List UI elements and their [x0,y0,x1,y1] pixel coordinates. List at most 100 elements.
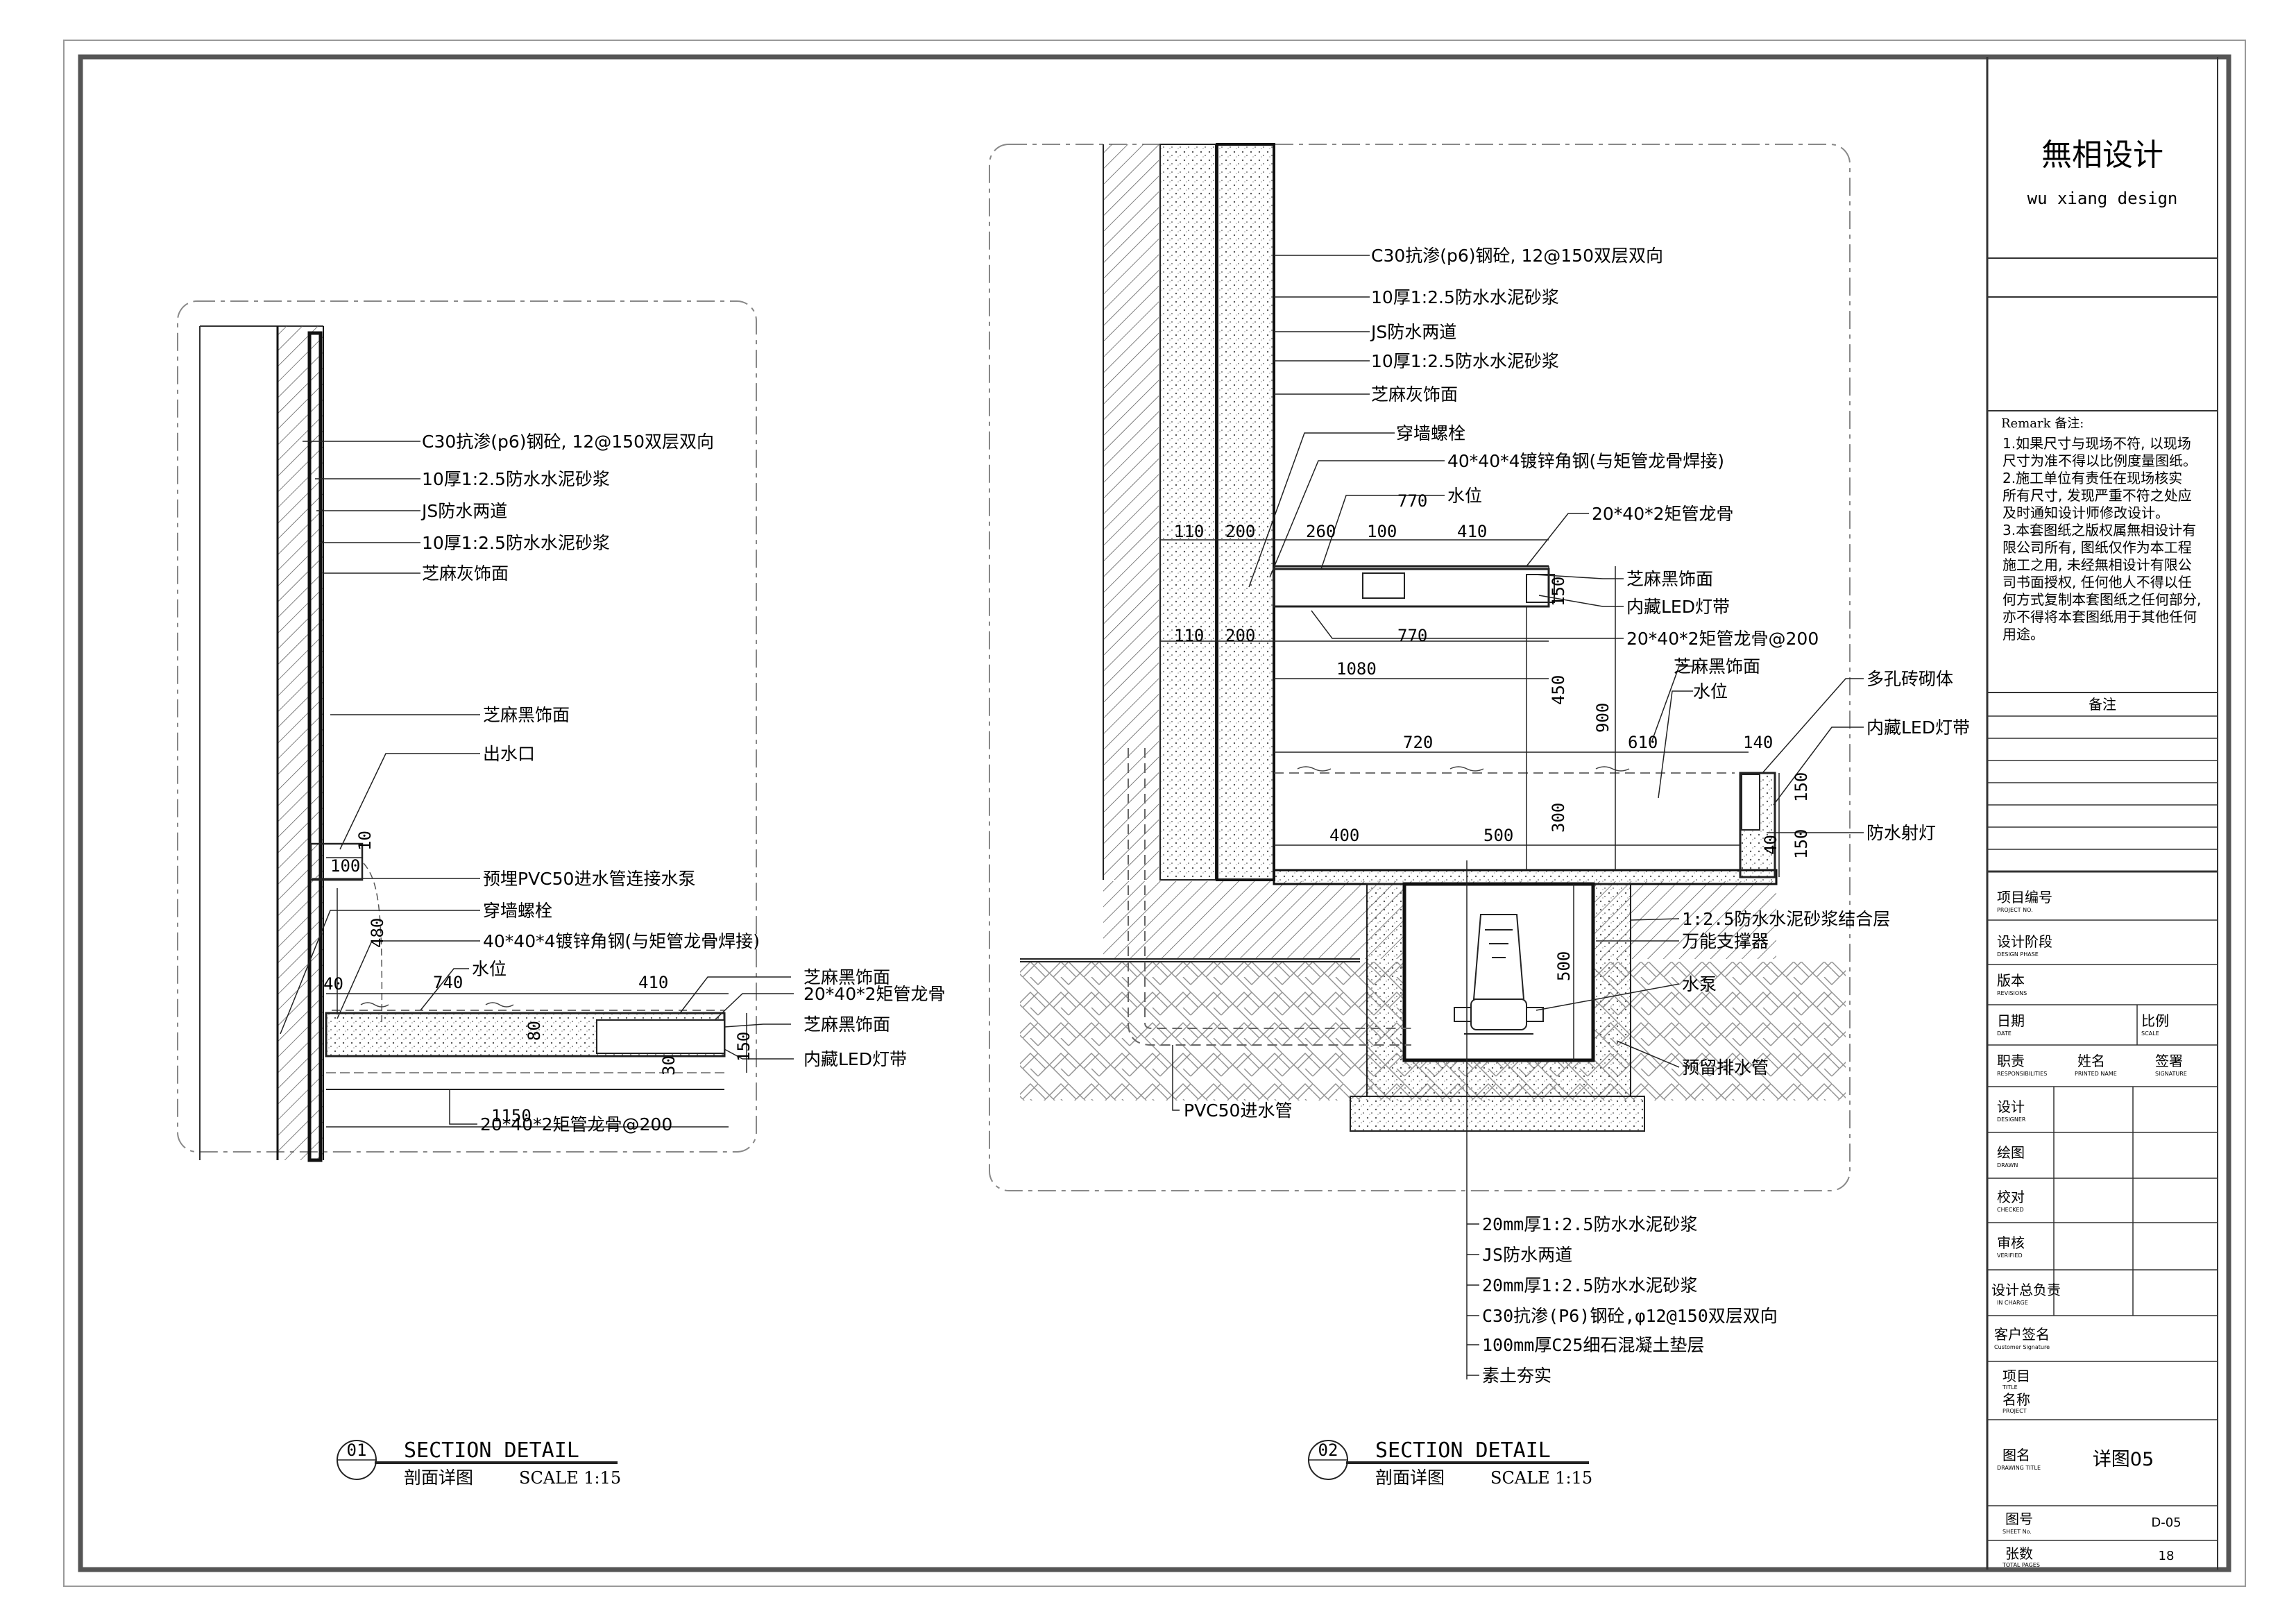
svg-text:20mm厚1:2.5防水水泥砂浆: 20mm厚1:2.5防水水泥砂浆 [1482,1275,1697,1295]
svg-text:比例: 比例 [2141,1012,2169,1029]
svg-text:芝麻黑饰面: 芝麻黑饰面 [1626,569,1713,589]
detail-01: C30抗渗(p6)钢砼, 12@150双层双向 10厚1:2.5防水水泥砂浆 J… [177,300,946,1488]
svg-text:水泵: 水泵 [1682,974,1717,994]
svg-text:10厚1:2.5防水水泥砂浆: 10厚1:2.5防水水泥砂浆 [1371,287,1559,307]
svg-text:TITLE: TITLE [2002,1384,2018,1391]
svg-text:140: 140 [1743,733,1773,752]
svg-text:剖面详图: 剖面详图 [1375,1468,1445,1488]
svg-text:900: 900 [1593,703,1613,733]
total-pages-value: 18 [2159,1549,2175,1563]
upper-basin [1273,568,1550,608]
svg-text:及时通知设计师修改设计。: 及时通知设计师修改设计。 [2002,504,2169,521]
svg-text:610: 610 [1628,733,1658,752]
svg-text:01: 01 [347,1441,367,1460]
svg-text:260: 260 [1306,522,1336,541]
svg-text:限公司所有, 图纸仅作为本工程: 限公司所有, 图纸仅作为本工程 [2002,539,2192,556]
svg-text:芝麻灰饰面: 芝麻灰饰面 [1371,384,1458,405]
svg-text:3.本套图纸之版权属無相设计有: 3.本套图纸之版权属無相设计有 [2002,522,2196,538]
svg-text:职责: 职责 [1997,1053,2025,1069]
svg-text:C30抗渗(p6)钢砼, 12@150双层双向: C30抗渗(p6)钢砼, 12@150双层双向 [1371,246,1663,266]
svg-text:RESPONSIBILITIES: RESPONSIBILITIES [1997,1071,2047,1077]
svg-text:防水射灯: 防水射灯 [1866,823,1936,843]
svg-text:签署: 签署 [2155,1053,2183,1069]
svg-text:预留排水管: 预留排水管 [1682,1057,1769,1078]
sheet-no-value: D-05 [2151,1515,2181,1530]
svg-text:10厚1:2.5防水水泥砂浆: 10厚1:2.5防水水泥砂浆 [1371,351,1559,371]
svg-text:20*40*2矩管龙骨: 20*40*2矩管龙骨 [803,984,946,1004]
svg-text:410: 410 [1457,522,1487,541]
svg-text:司书面授权, 任何他人不得以任: 司书面授权, 任何他人不得以任 [2002,574,2192,590]
svg-text:水位: 水位 [1693,681,1728,702]
svg-text:450: 450 [1549,675,1568,705]
svg-text:80: 80 [525,1021,544,1041]
svg-text:20mm厚1:2.5防水水泥砂浆: 20mm厚1:2.5防水水泥砂浆 [1482,1214,1697,1234]
svg-text:SHEET No.: SHEET No. [2002,1529,2032,1535]
svg-text:TOTAL PAGES: TOTAL PAGES [2002,1562,2040,1568]
svg-text:C30抗渗(P6)钢砼,φ12@150双层双向: C30抗渗(P6)钢砼,φ12@150双层双向 [1482,1306,1778,1326]
svg-text:SECTION DETAIL: SECTION DETAIL [1375,1438,1551,1463]
svg-text:SIGNATURE: SIGNATURE [2155,1071,2187,1077]
notes-header: 备注 [2089,696,2116,713]
svg-text:500: 500 [1483,826,1513,845]
svg-text:剖面详图: 剖面详图 [404,1468,473,1488]
svg-text:10厚1:2.5防水水泥砂浆: 10厚1:2.5防水水泥砂浆 [422,533,610,553]
svg-text:内藏LED灯带: 内藏LED灯带 [1626,597,1730,617]
leader-lines-01 [280,441,794,1125]
svg-text:绘图: 绘图 [1997,1144,2025,1161]
svg-text:10厚1:2.5防水水泥砂浆: 10厚1:2.5防水水泥砂浆 [422,469,610,489]
svg-text:多孔砖砌体: 多孔砖砌体 [1866,669,1953,689]
detail-02: C30抗渗(p6)钢砼, 12@150双层双向 10厚1:2.5防水水泥砂浆 J… [989,143,1970,1488]
svg-text:SCALE 1:15: SCALE 1:15 [1490,1468,1592,1488]
svg-text:410: 410 [638,973,668,992]
svg-text:穿墙螺栓: 穿墙螺栓 [483,901,552,921]
svg-text:张数: 张数 [2005,1545,2033,1562]
svg-text:穿墙螺栓: 穿墙螺栓 [1396,423,1465,443]
svg-text:PRINTED NAME: PRINTED NAME [2075,1071,2117,1077]
svg-text:版本: 版本 [1997,972,2025,989]
svg-text:100mm厚C25细石混凝土垫层: 100mm厚C25细石混凝土垫层 [1482,1335,1704,1355]
svg-text:40*40*4镀锌角钢(与矩管龙骨焊接): 40*40*4镀锌角钢(与矩管龙骨焊接) [483,931,760,951]
firm-name: 無相设计 [2041,137,2163,173]
svg-text:40: 40 [323,974,343,994]
svg-text:内藏LED灯带: 内藏LED灯带 [1866,717,1970,738]
detail-01-title: 01 SECTION DETAIL 剖面详图 SCALE 1:15 [337,1438,621,1488]
svg-text:DESIGN PHASE: DESIGN PHASE [1997,951,2039,958]
svg-text:20*40*2矩管龙骨: 20*40*2矩管龙骨 [1592,504,1734,524]
svg-text:110: 110 [1174,626,1204,645]
svg-text:VERIFIED: VERIFIED [1997,1252,2023,1259]
svg-text:SECTION DETAIL: SECTION DETAIL [404,1438,579,1463]
svg-text:芝麻黑饰面: 芝麻黑饰面 [483,705,570,725]
svg-text:300: 300 [1549,803,1568,833]
svg-text:C30抗渗(p6)钢砼, 12@150双层双向: C30抗渗(p6)钢砼, 12@150双层双向 [422,432,714,452]
svg-text:设计阶段: 设计阶段 [1997,933,2052,950]
svg-text:770: 770 [1397,626,1427,645]
svg-text:亦不得将本套图纸用于其他任何: 亦不得将本套图纸用于其他任何 [2002,609,2197,625]
detail-02-frame [989,144,1851,1191]
svg-text:PVC50进水管: PVC50进水管 [1184,1101,1292,1121]
svg-text:所有尺寸, 发现严重不符之处应: 所有尺寸, 发现严重不符之处应 [2002,487,2192,504]
remark-title: Remark 备注: [2001,416,2084,431]
svg-text:项目: 项目 [2002,1368,2030,1384]
leader-lines-02 [1172,255,1864,1376]
svg-text:SCALE 1:15: SCALE 1:15 [519,1468,621,1488]
svg-text:DRAWING TITLE: DRAWING TITLE [1997,1465,2041,1471]
svg-text:审核: 审核 [1997,1234,2025,1251]
svg-text:10: 10 [355,831,375,851]
svg-text:PROJECT NO.: PROJECT NO. [1997,907,2033,913]
inner-border [78,54,2231,1572]
svg-text:IN CHARGE: IN CHARGE [1997,1300,2028,1306]
svg-text:1150: 1150 [491,1106,532,1125]
svg-text:PROJECT: PROJECT [2002,1408,2027,1414]
svg-text:20*40*2矩管龙骨@200: 20*40*2矩管龙骨@200 [1626,629,1819,649]
svg-text:1080: 1080 [1336,659,1377,679]
detail-02-title: 02 SECTION DETAIL 剖面详图 SCALE 1:15 [1308,1438,1592,1488]
svg-text:水位: 水位 [1447,486,1482,506]
svg-text:素土夯实: 素土夯实 [1482,1366,1551,1386]
svg-text:150: 150 [1792,829,1811,859]
svg-text:芝麻黑饰面: 芝麻黑饰面 [1674,656,1760,677]
svg-text:1:2.5防水水泥砂浆结合层: 1:2.5防水水泥砂浆结合层 [1682,909,1890,929]
svg-text:内藏LED灯带: 内藏LED灯带 [803,1049,907,1069]
svg-text:150: 150 [1792,772,1811,802]
svg-text:720: 720 [1403,733,1433,752]
